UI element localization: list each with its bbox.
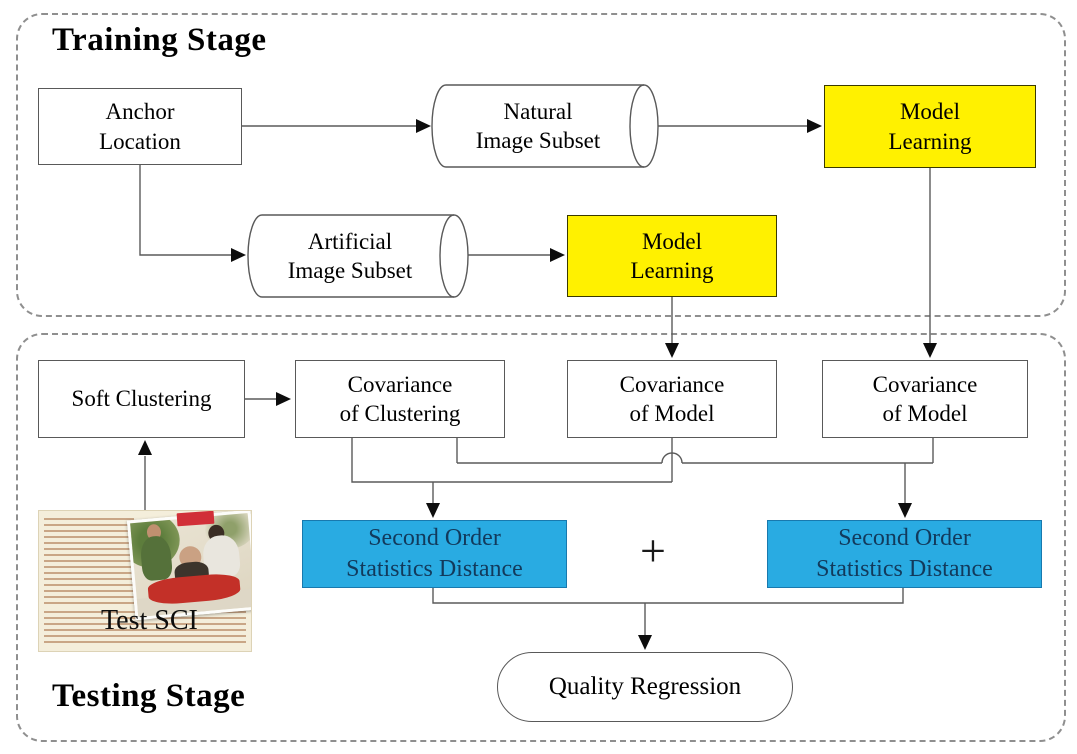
model-learning-line1: Model <box>641 228 703 254</box>
anchor-location-box: Anchor Location <box>38 88 242 165</box>
sosd-line1: Second Order <box>838 525 971 552</box>
test-sci-image: Test SCI <box>38 510 252 652</box>
model-learning-natural-box: Model Learning <box>824 85 1036 168</box>
cylinder-shapes <box>247 84 659 298</box>
second-order-statistics-distance-left-box: Second Order Statistics Distance <box>302 520 567 588</box>
cov-clustering-line2: of Clustering <box>339 401 461 426</box>
arrowhead-right-icon <box>231 248 246 262</box>
arrowhead-down-icon <box>426 503 440 518</box>
connector-lines <box>139 125 934 636</box>
model-learning-line2: Learning <box>630 258 714 283</box>
arrowhead-up-icon <box>138 440 152 455</box>
quality-regression-label: Quality Regression <box>548 673 742 700</box>
covariance-of-model-right-box: Covariance of Model <box>822 360 1028 438</box>
artificial-subset-line1: Artificial <box>307 228 393 254</box>
artificial-image-subset-cylinder: Artificial Image Subset <box>252 215 448 297</box>
red-bookmark-tab <box>176 511 215 527</box>
arrowheads <box>138 119 937 650</box>
artificial-subset-line2: Image Subset <box>287 258 413 283</box>
cov-clustering-line1: Covariance <box>347 371 453 397</box>
document-text-lines <box>44 518 134 606</box>
edge-anchor-to-artificial <box>139 165 232 256</box>
cov-model-line1: Covariance <box>619 371 725 397</box>
sosd-line2: Statistics Distance <box>816 556 993 582</box>
testing-stage-title: Testing Stage <box>52 678 246 714</box>
cov-model-line2: of Model <box>882 401 968 426</box>
model-learning-line1: Model <box>899 99 961 125</box>
anchor-location-line1: Anchor <box>105 99 175 125</box>
sosd-line1: Second Order <box>368 525 501 552</box>
arrowhead-right-icon <box>276 392 291 406</box>
family-photo <box>126 511 251 621</box>
covariance-of-clustering-box: Covariance of Clustering <box>295 360 505 438</box>
second-order-statistics-distance-right-box: Second Order Statistics Distance <box>767 520 1042 588</box>
model-learning-artificial-box: Model Learning <box>567 215 777 297</box>
arrowhead-down-icon <box>638 635 652 650</box>
merge-left-low <box>351 438 672 483</box>
arrowhead-right-icon <box>416 119 431 133</box>
arrowhead-down-icon <box>898 503 912 518</box>
line-jump-bridge <box>661 452 683 464</box>
test-sci-caption: Test SCI <box>101 605 198 636</box>
training-stage-frame <box>16 13 1066 317</box>
training-stage-title: Training Stage <box>52 22 267 58</box>
cov-model-line1: Covariance <box>872 371 978 397</box>
arrowhead-down-icon <box>665 343 679 358</box>
quality-regression-box: Quality Regression <box>497 652 793 722</box>
soft-clustering-box: Soft Clustering <box>38 360 245 438</box>
arrowhead-right-icon <box>550 248 565 262</box>
anchor-location-line2: Location <box>99 128 181 154</box>
sosd-merge-line <box>432 588 904 604</box>
model-learning-line2: Learning <box>888 128 972 154</box>
arrowhead-right-icon <box>807 119 822 133</box>
testing-stage-frame <box>16 333 1066 742</box>
cov-model-line2: of Model <box>629 401 715 426</box>
natural-subset-cylinder-rim <box>629 84 645 168</box>
natural-image-subset-cylinder: Natural Image Subset <box>438 85 638 167</box>
natural-subset-line1: Natural <box>503 98 573 124</box>
soft-clustering-label: Soft Clustering <box>71 386 212 412</box>
artificial-subset-cylinder-rim <box>439 214 455 298</box>
arrowhead-down-icon <box>923 343 937 358</box>
natural-subset-line2: Image Subset <box>475 128 601 153</box>
sosd-line2: Statistics Distance <box>346 556 523 582</box>
covariance-of-model-left-box: Covariance of Model <box>567 360 777 438</box>
plus-operator: + <box>640 525 666 576</box>
